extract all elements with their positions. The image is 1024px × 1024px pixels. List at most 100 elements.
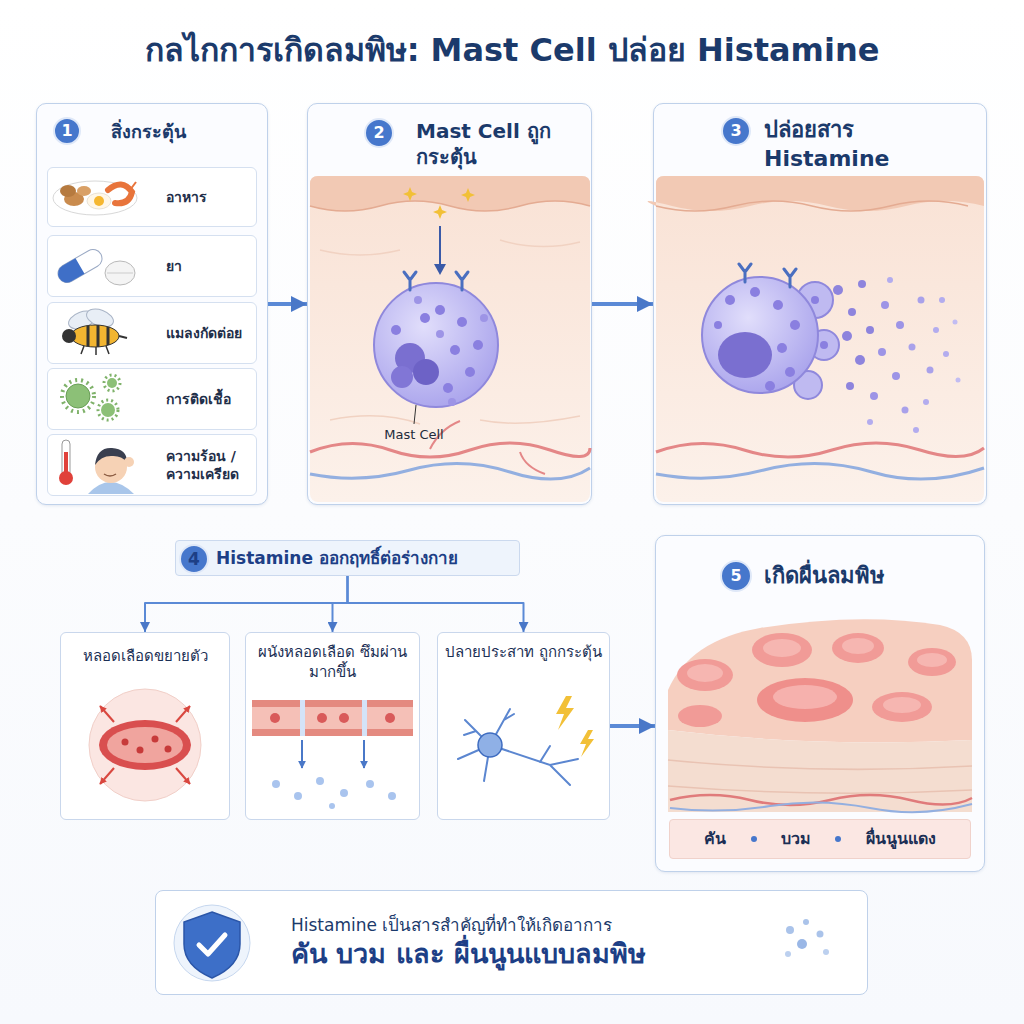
germ-icon [98,400,118,420]
dilated-vessel-icon [89,689,201,801]
leaky-vessel-icon [339,713,349,723]
histamine-dots [817,931,824,938]
effect-banner: Histamine ออกฤทธิ์ต่อร่างกาย 4 [175,540,520,576]
dilated-vessel-icon [100,706,114,722]
nerve-icon [556,696,574,730]
degranulating-mast-cell [702,277,818,393]
leaky-vessel-icon [317,713,327,723]
skin-cross-section [310,201,590,211]
nerve-icon [580,730,594,757]
degranulating-mast-cell [887,277,893,283]
step-number-circle: 3 [721,116,751,146]
symptom-name: คัน [704,829,726,850]
leaky-vessel-icon [272,780,280,788]
skin-cross-section [656,443,984,457]
shield-icon [199,935,225,954]
germ-icon [104,375,120,391]
degranulating-mast-cell [777,343,787,353]
mast-cell [448,398,456,406]
degranulating-mast-cell [927,367,934,374]
dilated-vessel-icon [152,736,159,743]
hives-skin-block [773,685,837,709]
degranulating-mast-cell [846,382,854,390]
hives-skin-block [668,730,972,812]
medicine-icon [55,246,135,286]
nerve-icon [458,696,594,785]
leaky-vessel-icon [252,700,413,736]
mast-cell [450,345,460,355]
germ-icon [101,403,115,417]
mast-cell [391,366,413,388]
bee-icon [87,326,90,346]
skin-cross-section [647,176,984,502]
step-number-circle: 5 [720,560,752,592]
bee-icon [62,306,127,355]
degranulating-mast-cell [765,381,775,391]
branch-arrow [348,576,524,632]
leaky-vessel-icon [363,740,365,768]
degranulating-mast-cell [773,300,783,310]
trigger-sparkles [434,264,446,275]
branch-arrow [333,576,348,632]
mast-cell [443,383,453,393]
degranulating-mast-cell [739,264,796,287]
trigger-name: การติดเชื้อ [166,390,248,408]
degranulating-mast-cell [892,372,900,380]
step-number: 4 [188,551,200,568]
dilated-vessel-icon [176,768,190,784]
degranulating-mast-cell [918,297,925,304]
skin-cross-section [656,201,968,211]
nerve-icon [458,709,578,785]
mast-cell [374,272,498,424]
dilated-vessel-icon [176,706,190,722]
shield-icon [184,912,240,978]
germ-icon [62,375,120,420]
hives-skin-block [917,653,947,667]
hives-skin-block [668,619,972,742]
effect-heading: ผนังหลอดเลือด ซึมผ่านมากขึ้น [252,643,413,682]
skin-cross-section [310,176,590,502]
branch-arrow [145,576,348,632]
mast-cell [480,314,488,322]
dilated-vessel-icon [99,720,191,770]
step-number-circle: 4 [179,544,209,574]
degranulating-mast-cell [702,264,961,433]
food-icon [130,182,136,190]
histamine-dots [785,919,829,957]
heat-stress-icon [59,471,73,485]
leaky-vessel-icon [385,713,395,723]
hives-skin-block [678,705,722,727]
degranulating-mast-cell [902,407,909,414]
banner-heading: Histamine ออกฤทธิ์ต่อร่างกาย [216,547,509,569]
mast-cell [414,296,422,304]
mast-cell [435,305,445,315]
degranulating-mast-cell [811,296,819,304]
hives-skin-block [872,692,932,722]
mast-cell [420,313,430,323]
panel-heading: เกิดผื่นลมพิษ [764,562,974,591]
degranulating-mast-cell [881,301,889,309]
degranulating-mast-cell [725,295,735,305]
skin-cross-section [320,240,580,424]
leaky-vessel-icon [252,729,413,736]
bee-icon [119,336,127,338]
shield-icon [174,905,250,981]
histamine-dots [803,919,809,925]
germ-icon [62,380,94,412]
dilated-vessel-icon [165,746,172,753]
mast-cell [457,317,467,327]
trigger-sparkles [461,188,475,202]
dilated-vessel-icon [107,727,183,763]
skin-cross-section [656,176,984,502]
food-icon [87,193,111,209]
degranulating-mast-cell [714,321,722,329]
flow-arrow [610,724,655,728]
trigger-name: แมลงกัดต่อย [166,324,248,342]
skin-cross-section [310,443,590,457]
nerve-icon [478,733,502,757]
degranulating-mast-cell [867,419,873,425]
degranulating-mast-cell [939,297,945,303]
hives-skin-block [883,697,921,713]
medicine-icon [105,261,135,285]
cell-label: Mast Cell [366,427,462,442]
